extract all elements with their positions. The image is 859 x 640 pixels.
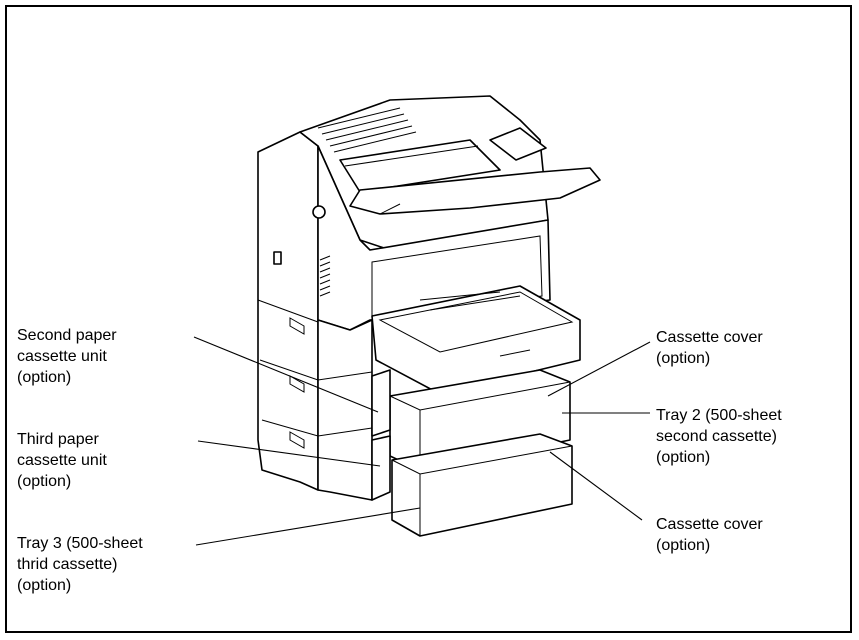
label-cassette-cover-top: Cassette cover (option) xyxy=(656,329,763,367)
label-second-paper-cassette-unit: Second paper cassette unit (option) xyxy=(17,327,117,386)
label-tray-3: Tray 3 (500-sheet thrid cassette) (optio… xyxy=(17,535,143,594)
figure-frame xyxy=(5,5,852,633)
label-tray-2: Tray 2 (500-sheet second cassette) (opti… xyxy=(656,407,782,466)
leader-lines xyxy=(193,336,651,546)
label-third-paper-cassette-unit: Third paper cassette unit (option) xyxy=(17,431,107,490)
standard-tray xyxy=(371,285,581,395)
label-cassette-cover-bottom: Cassette cover (option) xyxy=(656,516,763,554)
printer-body xyxy=(257,95,551,501)
output-tray xyxy=(349,167,601,215)
tray-3 xyxy=(371,433,573,537)
